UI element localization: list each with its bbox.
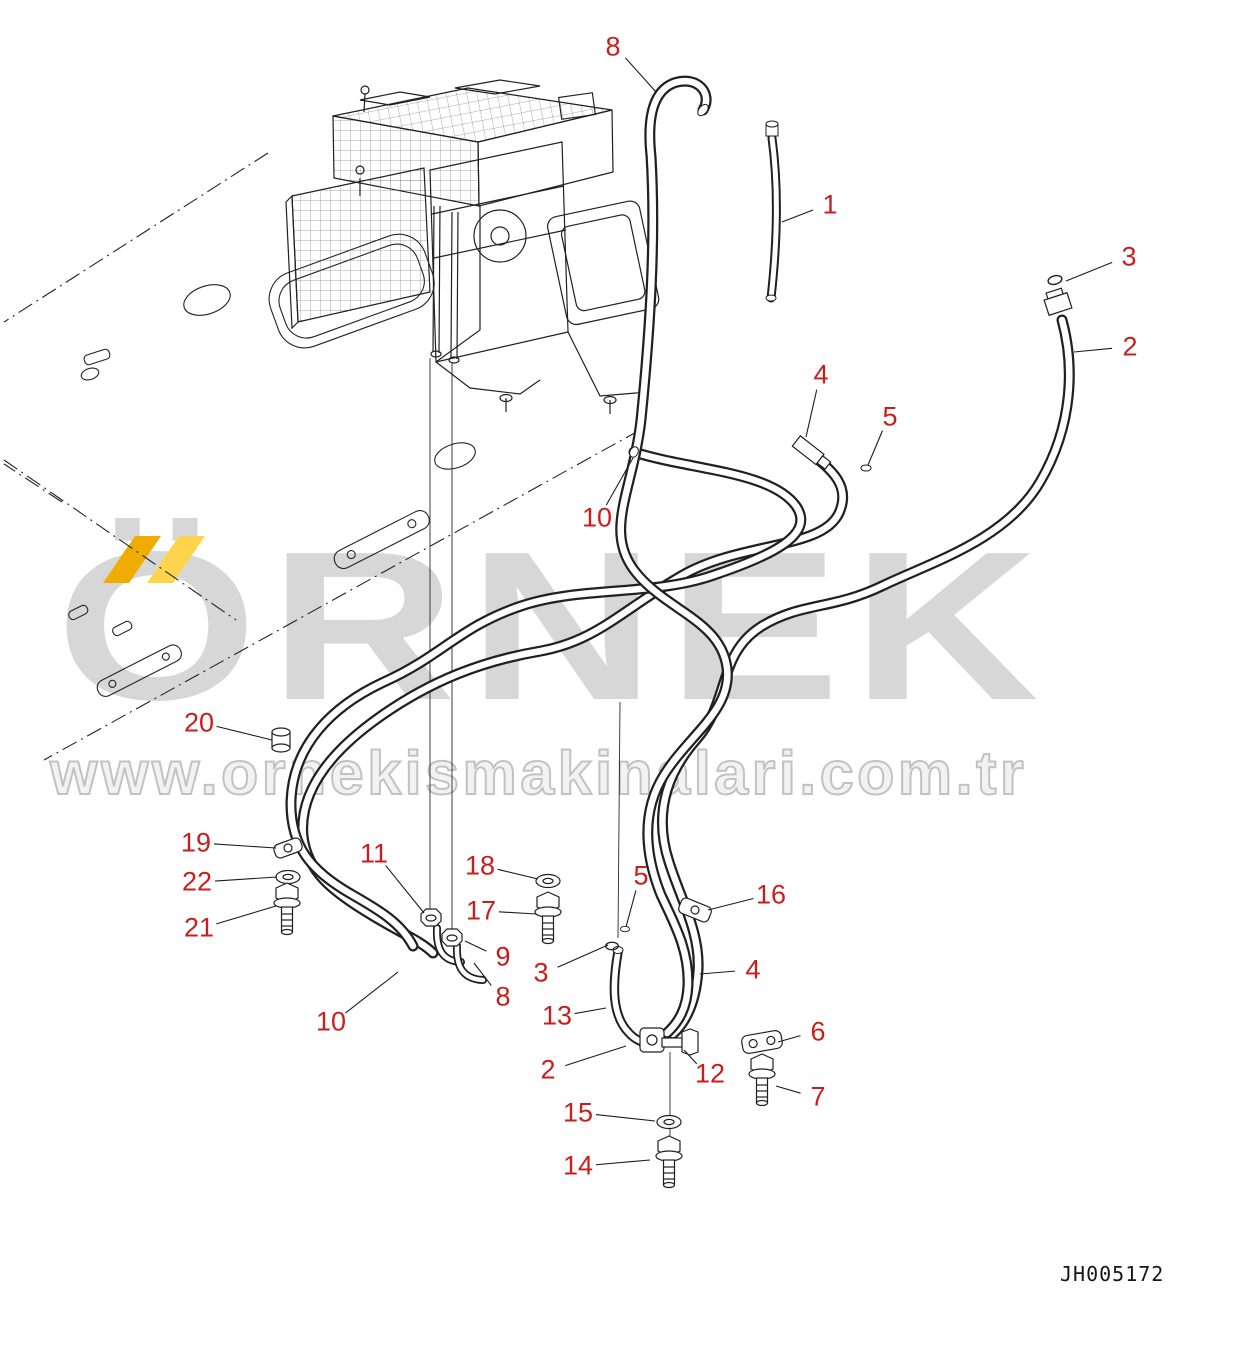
bolt-21 [273,882,301,936]
callout-leader-line [867,430,884,466]
evaporator-frame [547,200,660,326]
callout-leader-line [683,1049,698,1065]
washer-15 [656,1114,682,1130]
callout-leader-line [775,1085,801,1094]
plate-slot [83,348,111,366]
callout-leader-line [498,911,537,915]
callout-leader-line [625,57,657,93]
o-ring-3-bottom [605,941,619,951]
bolt-14 [655,1135,683,1189]
fitting-4-connector [791,435,832,470]
bolt-17 [534,891,562,945]
washer-18 [535,873,561,889]
callout-leader-line [497,868,539,880]
clamp-6 [741,1030,783,1054]
spacer-20 [271,727,291,753]
callout-leader-line [707,897,754,911]
callout-leader-line [213,843,277,849]
tube-1-bottom-cap [765,294,777,302]
small-parts [271,273,1073,1189]
callout-leader-line [216,725,273,741]
callout-leader-line [777,1035,801,1043]
hose-end-cap [697,103,709,117]
blower-fan [473,209,527,263]
hose-end-cap [629,446,639,458]
floor-plate [3,152,653,761]
plate-slot [112,620,133,637]
hose-group [291,81,1069,1045]
callout-leader-line [345,971,399,1014]
callout-leader-lines [213,57,1113,1166]
plate-hole [434,442,476,470]
clamp-19 [273,837,303,859]
plate-rail [96,644,182,697]
callout-leader-line [385,865,425,914]
plate-slot [68,604,89,621]
callout-leader-line [473,962,492,986]
washer-22 [275,869,301,885]
callout-leader-line [214,876,278,882]
callout-leader-line [557,944,609,968]
nut-11b [441,928,463,947]
callout-leader-line [781,209,814,223]
callout-leader-line [595,1159,651,1166]
o-ring-3-top [1046,273,1064,287]
callout-leader-line [574,1007,607,1015]
watermark-brand-text: ÖRNEK [56,507,1052,744]
alignment-lines [429,358,671,1150]
logo-slash-right [147,536,205,583]
callout-leader-line [595,1114,656,1122]
heater-core-grid [291,167,431,323]
nut-11 [420,908,442,927]
tube-1-top-cap [765,120,779,128]
fitting-2-connector [1043,287,1073,317]
watermark-logo-icon [103,536,205,583]
drawing-code: JH005172 [1060,1262,1165,1286]
watermark-url-text: www.ornekismakinalari.com.tr [49,738,1028,808]
bolt-7 [748,1053,776,1107]
plate-rail [333,510,430,570]
callout-leader-line [565,1045,627,1067]
plate-hole [183,284,231,316]
plate-hole [80,367,100,381]
clamp-16 [678,897,712,923]
callout-leader-line [216,905,277,925]
plate-edge-lines [3,152,653,761]
callout-leader-line [605,457,634,506]
callout-leader-line [464,940,487,952]
logo-slash-left [103,536,161,583]
callout-leader-line [1073,347,1113,353]
fitting-12-block [639,1027,699,1056]
callout-leader-line [805,389,818,438]
o-ring-5-bottom [619,925,631,933]
callout-leader-line [699,970,736,975]
callout-leader-line [1065,261,1113,282]
o-ring-5-top [860,464,872,472]
heater-unit-assembly [285,79,660,414]
callout-leader-line [625,890,637,928]
